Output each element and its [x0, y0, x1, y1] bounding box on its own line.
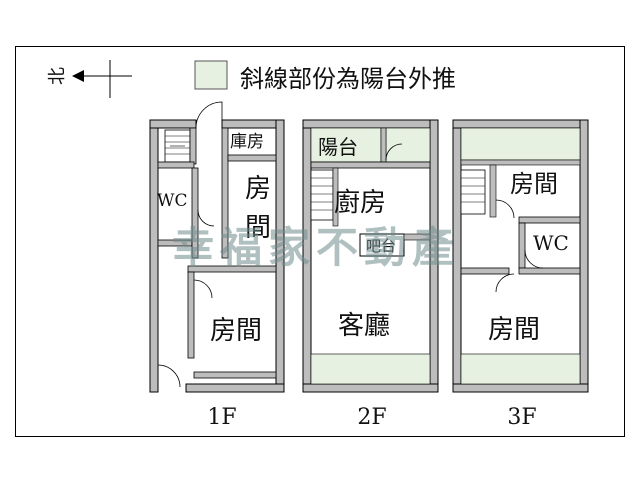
legend-swatch — [194, 60, 228, 90]
balcony-area — [310, 353, 431, 385]
floor-label-3f: 3F — [507, 405, 536, 430]
stair — [460, 169, 486, 215]
door-arc — [195, 101, 223, 129]
wall — [518, 222, 526, 269]
balcony-area — [460, 127, 581, 161]
floor-1f: 庫房 WC 房 間 房間 1F — [149, 101, 285, 430]
wall — [452, 383, 589, 393]
wall — [460, 159, 581, 166]
wall — [187, 265, 277, 273]
wall — [149, 119, 197, 129]
wall — [193, 371, 277, 379]
wall — [187, 271, 195, 359]
wall — [227, 154, 277, 162]
bar-counter — [359, 233, 405, 257]
door-arc — [524, 249, 544, 269]
north-arrow-icon — [72, 70, 84, 82]
room-label-2f-living: 客廳 — [338, 311, 390, 341]
door-arc — [197, 209, 215, 227]
wall — [157, 161, 195, 169]
wall — [489, 164, 497, 218]
wall — [332, 167, 339, 227]
room-label-3f-room-a: 房間 — [510, 170, 558, 198]
legend-text: 斜線部份為陽台外推 — [240, 65, 456, 93]
room-label-2f-balcony: 陽台 — [318, 135, 358, 159]
wall — [185, 383, 285, 393]
wall — [149, 119, 159, 393]
balcony-area — [310, 127, 382, 163]
room-label-1f-room-a-char1: 房 — [245, 174, 271, 204]
door-arc — [157, 364, 181, 388]
floor-3f: 房間 WC 房間 3F — [452, 119, 589, 430]
compass: 北 — [47, 60, 132, 98]
outer-border — [15, 46, 625, 437]
wall — [302, 383, 439, 393]
room-label-1f-room-b: 房間 — [210, 316, 262, 346]
wall — [221, 119, 283, 129]
wall — [403, 233, 431, 241]
legend: 斜線部份為陽台外推 — [194, 60, 456, 93]
north-label: 北 — [47, 67, 68, 85]
wall — [189, 127, 197, 165]
room-label-3f-room-b: 房間 — [488, 315, 540, 345]
balcony-area — [460, 353, 581, 385]
wall — [518, 216, 581, 224]
wall — [310, 161, 431, 169]
floor-label-1f: 1F — [207, 405, 236, 430]
room-label-1f-room-a-char2: 間 — [245, 213, 271, 243]
room-label-2f-kitchen: 廚房 — [334, 188, 386, 218]
wall — [460, 267, 510, 275]
room-label-3f-wc: WC — [533, 231, 569, 255]
room-label-2f-bar: 吧台 — [366, 237, 396, 255]
wall — [579, 119, 589, 393]
door-arc — [193, 279, 213, 299]
room-label-1f-wc: WC — [157, 191, 187, 211]
room-label-1f-storage: 庫房 — [230, 132, 264, 152]
floor-2f: 陽台 廚房 吧台 客廳 2F — [302, 119, 439, 430]
wall — [452, 119, 589, 129]
wall — [302, 119, 439, 129]
floor-label-2f: 2F — [357, 405, 386, 430]
door-arc — [495, 199, 515, 219]
wall — [518, 267, 581, 275]
stair — [310, 169, 334, 221]
watermark-text: 幸福家不動產 — [172, 223, 460, 272]
wall — [221, 127, 229, 259]
door-arc — [495, 273, 515, 293]
door-arc — [385, 143, 403, 161]
wall — [380, 127, 387, 163]
balcony-area — [385, 127, 431, 163]
